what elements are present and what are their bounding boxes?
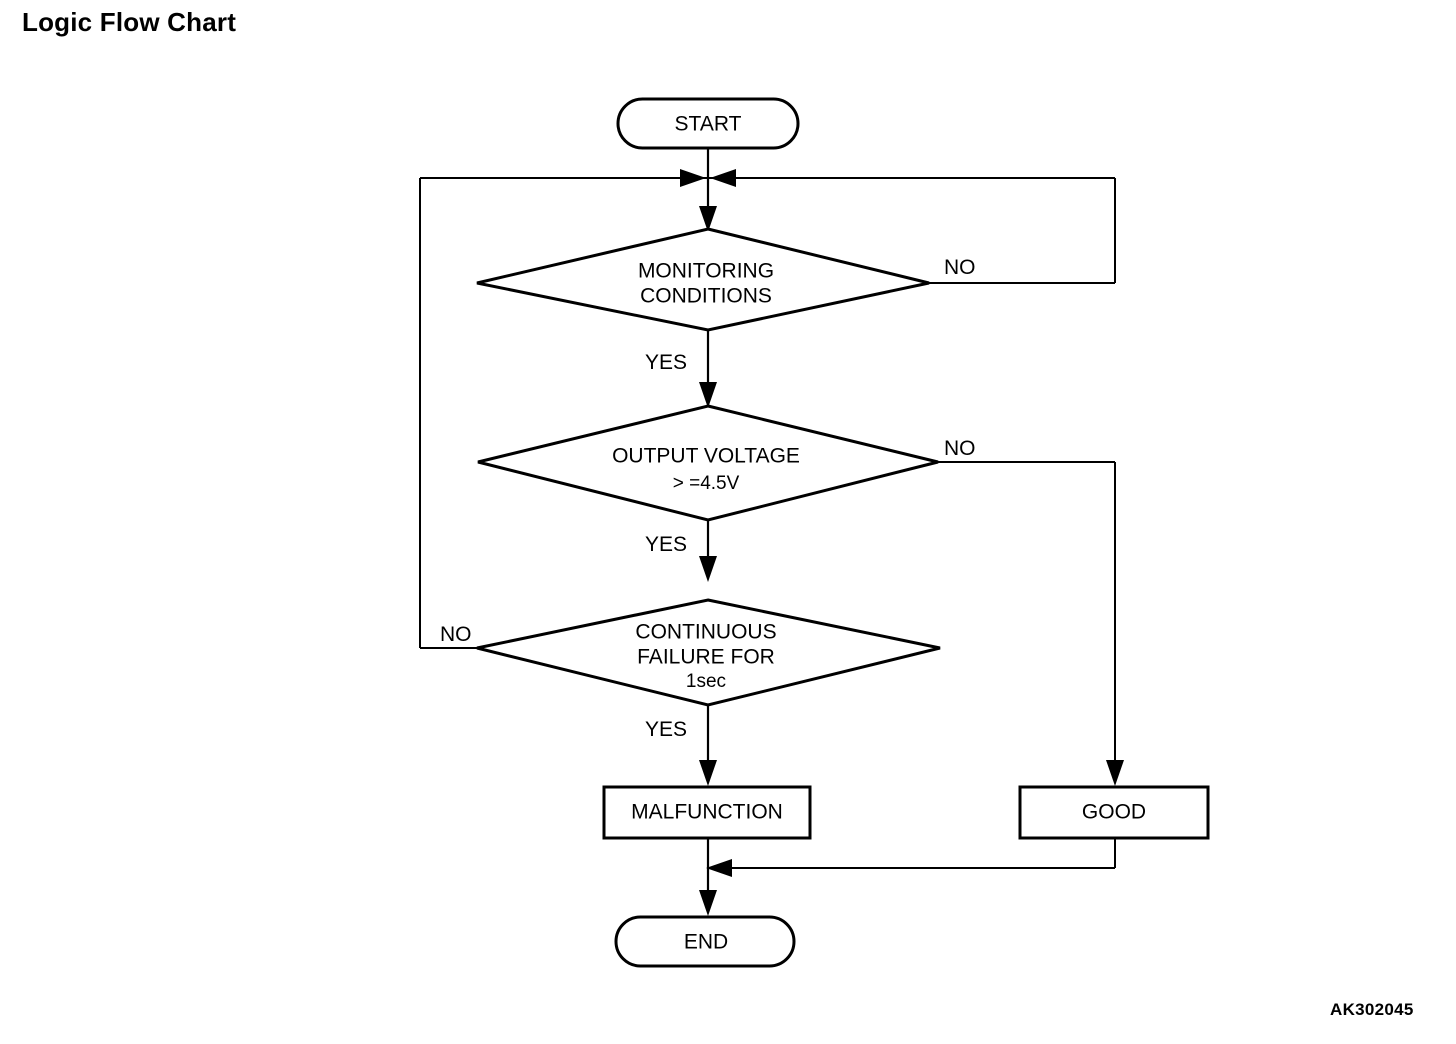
node-monitoring-label-line1: MONITORING xyxy=(638,260,774,283)
edge-monitoring-no-loopback xyxy=(928,178,1116,284)
branch-label-voltage-yes: YES xyxy=(645,533,687,556)
edge-continuous-yes-to-malfunction xyxy=(699,705,717,786)
branch-label-voltage-no: NO xyxy=(944,437,976,460)
node-voltage-label-line2: > =4.5V xyxy=(673,473,740,494)
node-continuous-label-line2: FAILURE FOR xyxy=(637,646,775,669)
page-title: Logic Flow Chart xyxy=(22,7,237,37)
edge-monitoring-yes-to-voltage xyxy=(699,330,717,408)
edge-continuous-no-loopback xyxy=(419,178,478,649)
edge-loop-top-bar xyxy=(420,169,1115,187)
node-malfunction-label: MALFUNCTION xyxy=(631,801,783,824)
node-malfunction[interactable]: MALFUNCTION xyxy=(602,785,812,840)
branch-label-continuous-no: NO xyxy=(440,623,472,646)
node-monitoring-conditions[interactable]: MONITORING CONDITIONS xyxy=(476,227,930,332)
node-continuous-failure[interactable]: CONTINUOUS FAILURE FOR 1sec xyxy=(476,598,941,707)
edge-malfunction-to-end xyxy=(699,838,717,916)
edge-start-to-junction xyxy=(699,148,717,232)
figure-reference: AK302045 xyxy=(1330,1000,1414,1019)
node-end[interactable]: END xyxy=(614,915,796,968)
edge-good-to-end xyxy=(706,838,1116,877)
node-start-label: START xyxy=(675,113,742,136)
edge-voltage-yes-to-continuous xyxy=(699,520,717,582)
edge-voltage-no-to-good xyxy=(938,461,1124,786)
branch-label-monitoring-yes: YES xyxy=(645,351,687,374)
branch-label-monitoring-no: NO xyxy=(944,256,976,279)
node-monitoring-label-line2: CONDITIONS xyxy=(640,285,772,308)
node-good[interactable]: GOOD xyxy=(1018,785,1210,840)
node-end-label: END xyxy=(684,931,728,954)
node-continuous-label-line3: 1sec xyxy=(686,671,726,692)
node-start[interactable]: START xyxy=(616,97,800,150)
branch-label-continuous-yes: YES xyxy=(645,718,687,741)
node-voltage-label-line1: OUTPUT VOLTAGE xyxy=(612,445,800,468)
node-continuous-label-line1: CONTINUOUS xyxy=(635,621,776,644)
node-good-label: GOOD xyxy=(1082,801,1146,824)
node-output-voltage[interactable]: OUTPUT VOLTAGE > =4.5V xyxy=(477,404,939,522)
